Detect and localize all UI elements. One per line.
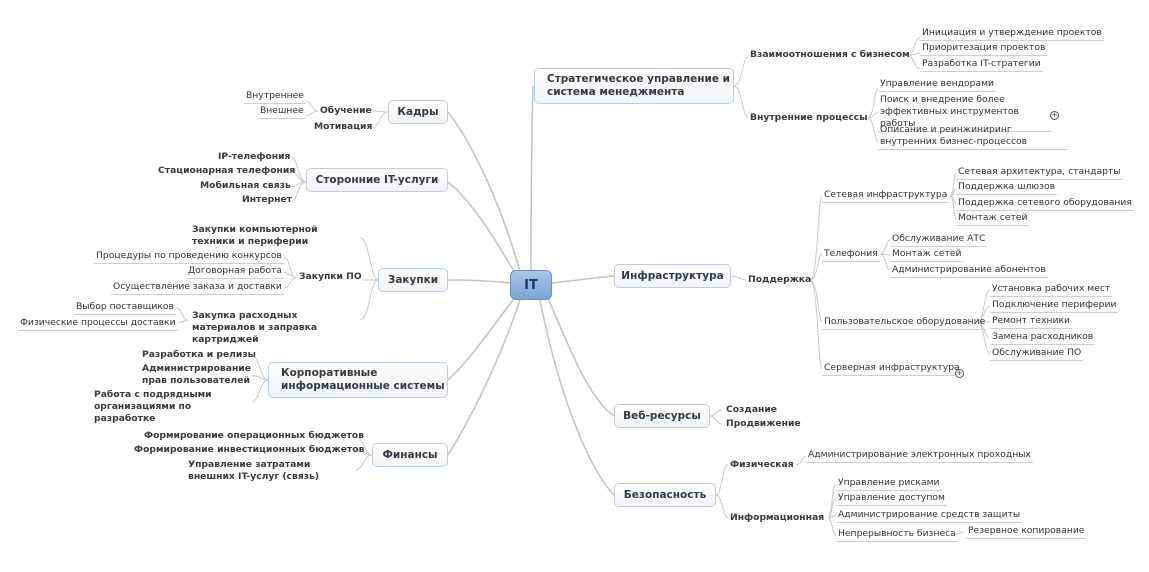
topic-infrastructure[interactable]: Инфраструктура	[614, 264, 731, 288]
topic-corporate-systems[interactable]: Корпоративные информационные системы	[268, 362, 448, 398]
expand-plus-icon[interactable]: +	[1050, 111, 1059, 120]
node-internet[interactable]: Интернет	[242, 194, 293, 205]
node-web-promotion[interactable]: Продвижение	[726, 418, 801, 429]
node-business-relations[interactable]: Взаимоотношения с бизнесом	[750, 49, 910, 60]
expand-plus-icon[interactable]: +	[955, 369, 964, 378]
node-supplier-selection[interactable]: Выбор поставщиков	[74, 301, 176, 315]
node-server-infrastructure[interactable]: Серверная инфраструктура	[822, 362, 962, 376]
node-web-creation[interactable]: Создание	[726, 404, 778, 415]
node-telephony[interactable]: Телефония	[822, 248, 880, 262]
node-order-delivery[interactable]: Осуществление заказа и доставки	[111, 281, 284, 295]
node-motivation[interactable]: Мотивация	[314, 121, 373, 132]
topic-purchases[interactable]: Закупки	[378, 268, 448, 292]
node-tools-search[interactable]: Поиск и внедрение более эффективных инст…	[878, 94, 1052, 132]
node-contract-work[interactable]: Договорная работа	[186, 265, 284, 279]
node-it-strategy[interactable]: Разработка IT-стратегии	[920, 58, 1043, 72]
topic-security[interactable]: Безопасность	[614, 483, 716, 507]
node-workstation-setup[interactable]: Установка рабочих мест	[990, 283, 1113, 297]
node-operational-budgets[interactable]: Формирование операционных бюджетов	[144, 430, 365, 441]
node-internal-processes[interactable]: Внутренние процессы	[750, 112, 868, 123]
node-protection-admin[interactable]: Администрирование средств защиты	[836, 509, 1023, 523]
node-training-internal[interactable]: Внутреннее	[244, 90, 306, 104]
node-software-service[interactable]: Обслуживание ПО	[990, 347, 1084, 361]
node-subscriber-admin[interactable]: Администрирование абонентов	[890, 264, 1048, 278]
node-ip-telephony[interactable]: IP-телефония	[218, 151, 291, 162]
node-business-continuity[interactable]: Непрерывность бизнеса	[836, 528, 958, 542]
node-network-architecture[interactable]: Сетевая архитектура, стандарты	[956, 166, 1123, 180]
node-consumables[interactable]: Закупка расходных материалов и заправка …	[192, 310, 318, 345]
node-training[interactable]: Обучение	[320, 105, 372, 116]
topic-external-services[interactable]: Сторонние IT-услуги	[306, 168, 448, 192]
node-information-security[interactable]: Информационная	[730, 512, 825, 523]
node-access-gates[interactable]: Администрирование электронных проходных	[806, 449, 1033, 463]
node-project-initiation[interactable]: Инициация и утверждение проектов	[920, 27, 1104, 41]
node-network-installation[interactable]: Монтаж сетей	[956, 212, 1030, 226]
node-physical-delivery[interactable]: Физические процессы доставки	[18, 317, 178, 331]
node-investment-budgets[interactable]: Формирование инвестиционных бюджетов	[134, 444, 365, 455]
node-process-reengineering[interactable]: Описание и реинжиниринг внутренних бизне…	[878, 124, 1068, 150]
node-hardware-purchases[interactable]: Закупки компьютерной техники и периферии	[192, 224, 318, 247]
node-vendor-management[interactable]: Управление вендорами	[878, 78, 996, 92]
node-external-costs[interactable]: Управление затратами внешних IT-услуг (с…	[188, 459, 320, 482]
node-project-prioritization[interactable]: Приоритезация проектов	[920, 42, 1048, 56]
node-consumables-replacement[interactable]: Замена расходников	[990, 331, 1096, 345]
node-backup[interactable]: Резервное копирование	[966, 525, 1087, 539]
node-network-infrastructure[interactable]: Сетевая инфраструктура	[822, 189, 950, 203]
node-physical-security[interactable]: Физическая	[730, 459, 794, 470]
node-peripheral-connection[interactable]: Подключение периферии	[990, 299, 1119, 313]
topic-finance[interactable]: Финансы	[372, 443, 448, 467]
node-equipment-repair[interactable]: Ремонт техники	[990, 315, 1072, 329]
node-development-releases[interactable]: Разработка и релизы	[142, 349, 256, 360]
node-gateway-support[interactable]: Поддержка шлюзов	[956, 181, 1058, 195]
node-software-purchases[interactable]: Закупки ПО	[299, 271, 362, 282]
node-user-equipment[interactable]: Пользовательское оборудование	[822, 316, 988, 330]
node-landline[interactable]: Стационарная телефония	[158, 165, 296, 176]
node-access-management[interactable]: Управление доступом	[836, 492, 947, 506]
topic-strategy[interactable]: Стратегическое управление и система мене…	[534, 68, 734, 104]
node-tender-procedures[interactable]: Процедуры по проведению конкурсов	[94, 250, 284, 264]
node-support[interactable]: Поддержка	[748, 274, 812, 285]
node-pbx-service[interactable]: Обслуживание АТС	[890, 233, 988, 247]
node-risk-management[interactable]: Управление рисками	[836, 477, 942, 491]
node-contractors[interactable]: Работа с подрядными организациями по раз…	[94, 389, 212, 424]
node-training-external[interactable]: Внешнее	[258, 105, 306, 119]
center-node[interactable]: IT	[510, 270, 552, 300]
topic-web-resources[interactable]: Веб-ресурсы	[614, 404, 710, 428]
node-user-rights[interactable]: Администрирование прав пользователей	[142, 363, 251, 386]
node-mobile[interactable]: Мобильная связь	[200, 180, 291, 191]
topic-hr[interactable]: Кадры	[388, 100, 448, 124]
node-telephony-installation[interactable]: Монтаж сетей	[890, 248, 964, 262]
node-network-equipment[interactable]: Поддержка сетевого оборудования	[956, 197, 1134, 211]
